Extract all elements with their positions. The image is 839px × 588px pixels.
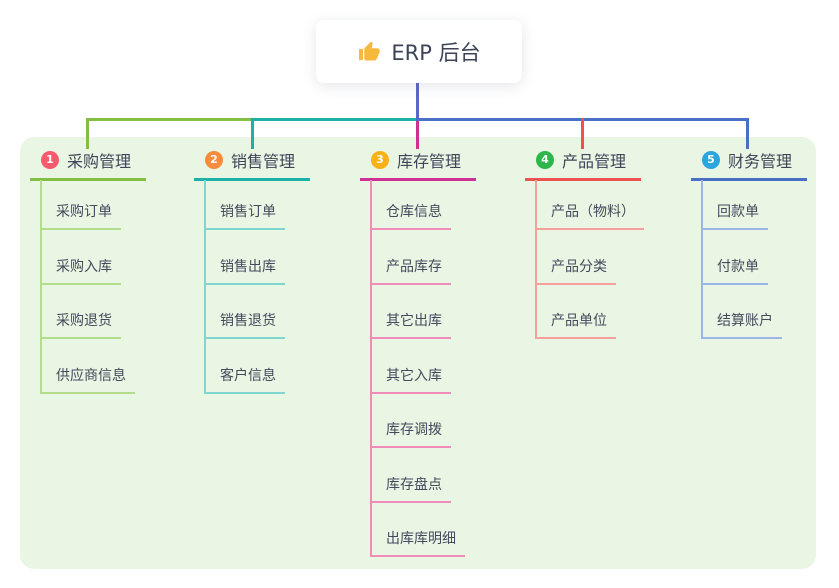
- child-node[interactable]: 出库库明细: [370, 528, 465, 557]
- connector-child-line: [535, 180, 537, 339]
- root-label: ERP 后台: [391, 40, 481, 65]
- child-node[interactable]: 产品（物料）: [535, 201, 644, 230]
- connector-bus-teal: [252, 118, 419, 121]
- branches-panel-background: [20, 137, 816, 569]
- child-node[interactable]: 供应商信息: [40, 365, 135, 394]
- branch-node-purchase[interactable]: 1 采购管理: [30, 148, 146, 181]
- branch-label: 采购管理: [67, 152, 132, 171]
- child-node[interactable]: 采购退货: [40, 310, 121, 339]
- branch-label: 销售管理: [231, 152, 296, 171]
- child-node[interactable]: 采购入库: [40, 256, 121, 285]
- child-node[interactable]: 产品分类: [535, 256, 616, 285]
- child-node[interactable]: 采购订单: [40, 201, 121, 230]
- child-node[interactable]: 其它入库: [370, 365, 451, 394]
- branch-index-badge: 4: [536, 151, 554, 169]
- branch-index-badge: 3: [371, 151, 389, 169]
- connector-child-line: [40, 180, 42, 394]
- child-node[interactable]: 库存调拨: [370, 419, 451, 448]
- child-node[interactable]: 付款单: [701, 256, 768, 285]
- branch-label: 产品管理: [562, 152, 627, 171]
- child-node[interactable]: 销售退货: [204, 310, 285, 339]
- connector-drop-sales: [251, 118, 254, 149]
- child-node[interactable]: 产品单位: [535, 310, 616, 339]
- connector-bus-green: [86, 118, 254, 121]
- thumbs-up-icon: [357, 40, 381, 64]
- child-node[interactable]: 结算账户: [701, 310, 782, 339]
- branch-sales: 2 销售管理 销售订单 销售出库 销售退货 客户信息: [194, 137, 374, 569]
- connector-child-line: [370, 180, 372, 557]
- branch-product: 4 产品管理 产品（物料） 产品分类 产品单位: [525, 137, 705, 569]
- child-node[interactable]: 销售出库: [204, 256, 285, 285]
- child-node[interactable]: 销售订单: [204, 201, 285, 230]
- child-node[interactable]: 其它出库: [370, 310, 451, 339]
- branch-index-badge: 1: [41, 151, 59, 169]
- branch-finance: 5 财务管理 回款单 付款单 结算账户: [691, 137, 839, 569]
- branch-node-product[interactable]: 4 产品管理: [525, 148, 641, 181]
- branch-inventory: 3 库存管理 仓库信息 产品库存 其它出库 其它入库 库存调拨 库存盘点 出库库…: [360, 137, 540, 569]
- connector-drop-purchase: [86, 118, 89, 149]
- connector-drop-product: [581, 118, 584, 149]
- child-node[interactable]: 客户信息: [204, 365, 285, 394]
- branch-index-badge: 5: [702, 151, 720, 169]
- child-node[interactable]: 产品库存: [370, 256, 451, 285]
- connector-root-line: [416, 83, 419, 121]
- branch-node-finance[interactable]: 5 财务管理: [691, 148, 807, 181]
- connector-drop-finance: [746, 118, 749, 149]
- connector-drop-inventory: [416, 121, 419, 149]
- branch-index-badge: 2: [205, 151, 223, 169]
- root-node[interactable]: ERP 后台: [316, 20, 522, 83]
- branch-purchase: 1 采购管理 采购订单 采购入库 采购退货 供应商信息: [30, 137, 210, 569]
- child-node[interactable]: 库存盘点: [370, 474, 451, 503]
- branch-label: 财务管理: [728, 152, 793, 171]
- child-node[interactable]: 仓库信息: [370, 201, 451, 230]
- branch-label: 库存管理: [397, 152, 462, 171]
- branch-node-sales[interactable]: 2 销售管理: [194, 148, 310, 181]
- connector-child-line: [204, 180, 206, 394]
- connector-child-line: [701, 180, 703, 339]
- branch-node-inventory[interactable]: 3 库存管理: [360, 148, 476, 181]
- child-node[interactable]: 回款单: [701, 201, 768, 230]
